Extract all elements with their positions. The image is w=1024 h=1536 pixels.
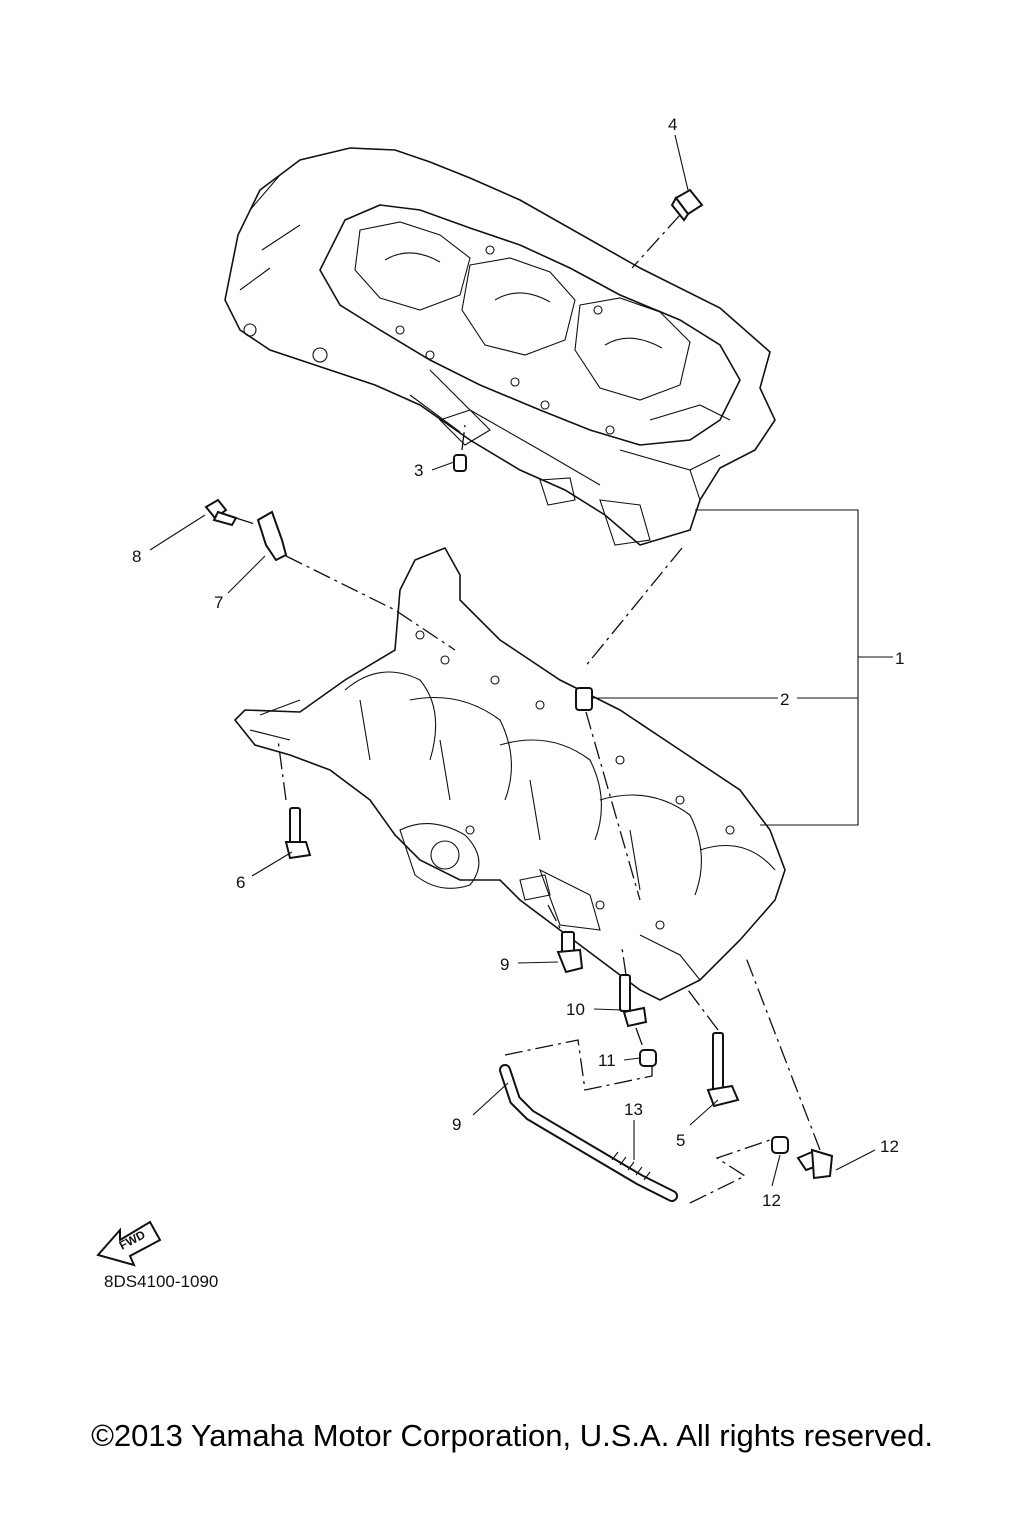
upper-crankcase [224,147,776,546]
bracket-7 [256,510,288,562]
callout-6: 6 [236,873,245,892]
callout-7: 7 [214,593,223,612]
spring-13 [611,1151,651,1181]
callout-9-left: 9 [500,955,509,974]
fitting-9-left [556,931,584,974]
callout-10: 10 [566,1000,585,1019]
callout-4: 4 [668,115,677,134]
callout-5: 5 [676,1131,685,1150]
bolt-10 [619,974,648,1028]
callout-12-lower: 12 [762,1191,781,1210]
dowel-pin-4 [670,188,704,222]
diagram-reference: 8DS4100-1090 [104,1272,218,1291]
callout-2: 2 [780,690,789,709]
callout-1: 1 [895,649,904,668]
bolt-5 [706,1032,740,1108]
callout-labels: 4 3 8 7 1 2 6 9 10 11 13 9 5 12 12 [132,115,904,1210]
copyright-notice: ©2013 Yamaha Motor Corporation, U.S.A. A… [91,1418,933,1453]
bolt-6 [284,807,312,860]
lower-crankcase [233,546,786,1001]
cap-12-upper [639,1049,657,1067]
bolt-8 [204,498,238,527]
fitting-9-right [796,1148,834,1180]
pin-3 [453,454,467,472]
callout-3: 3 [414,461,423,480]
forward-arrow-icon: FWD [96,1220,162,1267]
cap-12-lower [771,1136,789,1154]
callout-12-upper: 11 [598,1051,616,1070]
callout-11: 9 [452,1115,461,1134]
dowel-2 [575,687,593,711]
leader-lines [149,134,893,1204]
callout-13: 13 [624,1100,643,1119]
callout-8: 8 [132,547,141,566]
callout-9-right: 12 [880,1137,899,1156]
